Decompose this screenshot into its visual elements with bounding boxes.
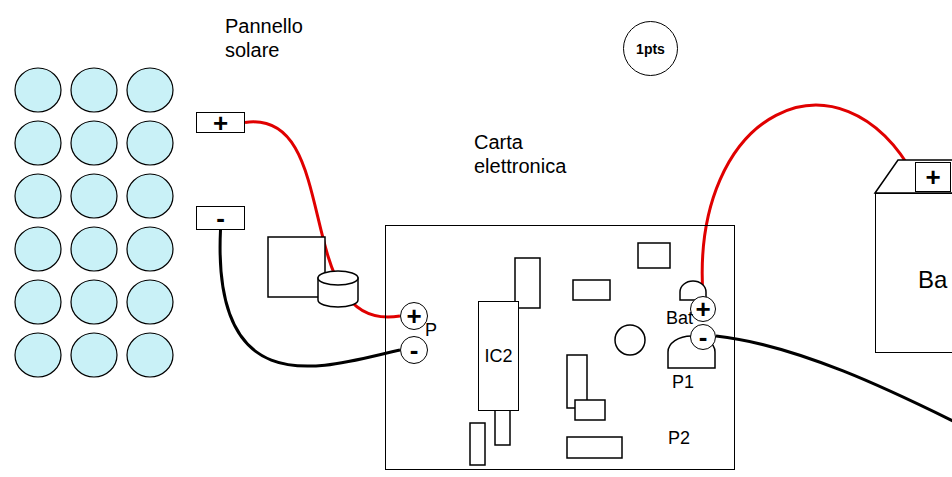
connector-pin: + bbox=[690, 296, 716, 322]
terminal-box: - bbox=[196, 206, 245, 230]
ic-chip: IC2 bbox=[478, 301, 519, 411]
pin-label: P2 bbox=[668, 428, 690, 450]
polarity-sign: - bbox=[410, 337, 419, 363]
wire bbox=[245, 122, 400, 317]
node-text: IC2 bbox=[484, 346, 512, 367]
component-box bbox=[268, 237, 325, 297]
polarity-sign: + bbox=[213, 110, 228, 136]
pin-label: P1 bbox=[672, 372, 694, 394]
polarity-sign: + bbox=[925, 164, 940, 190]
connector-label: P bbox=[425, 320, 437, 342]
panel-label: Pannello solare bbox=[225, 14, 335, 62]
wire bbox=[220, 230, 400, 366]
battery-label: Ba bbox=[918, 266, 947, 295]
solar-cells bbox=[15, 68, 173, 377]
connector-label: Bat bbox=[666, 308, 693, 330]
board-heading: Carta elettronica bbox=[474, 130, 594, 178]
connector-pin: + bbox=[400, 302, 428, 330]
polarity-sign: - bbox=[216, 205, 225, 231]
polarity-sign: + bbox=[695, 296, 710, 322]
polarity-sign: - bbox=[699, 324, 708, 350]
points-circle: 1pts bbox=[623, 21, 678, 76]
battery: Ba bbox=[875, 193, 952, 353]
node-text: 1pts bbox=[636, 41, 665, 57]
battery-top bbox=[875, 160, 952, 193]
terminal-box: + bbox=[196, 112, 245, 133]
connector-pin: - bbox=[400, 336, 428, 364]
battery-terminal: + bbox=[915, 162, 951, 192]
capacitor-symbol bbox=[318, 271, 358, 307]
connector-pin: - bbox=[690, 324, 716, 350]
polarity-sign: + bbox=[406, 303, 421, 329]
board-components bbox=[470, 243, 715, 465]
